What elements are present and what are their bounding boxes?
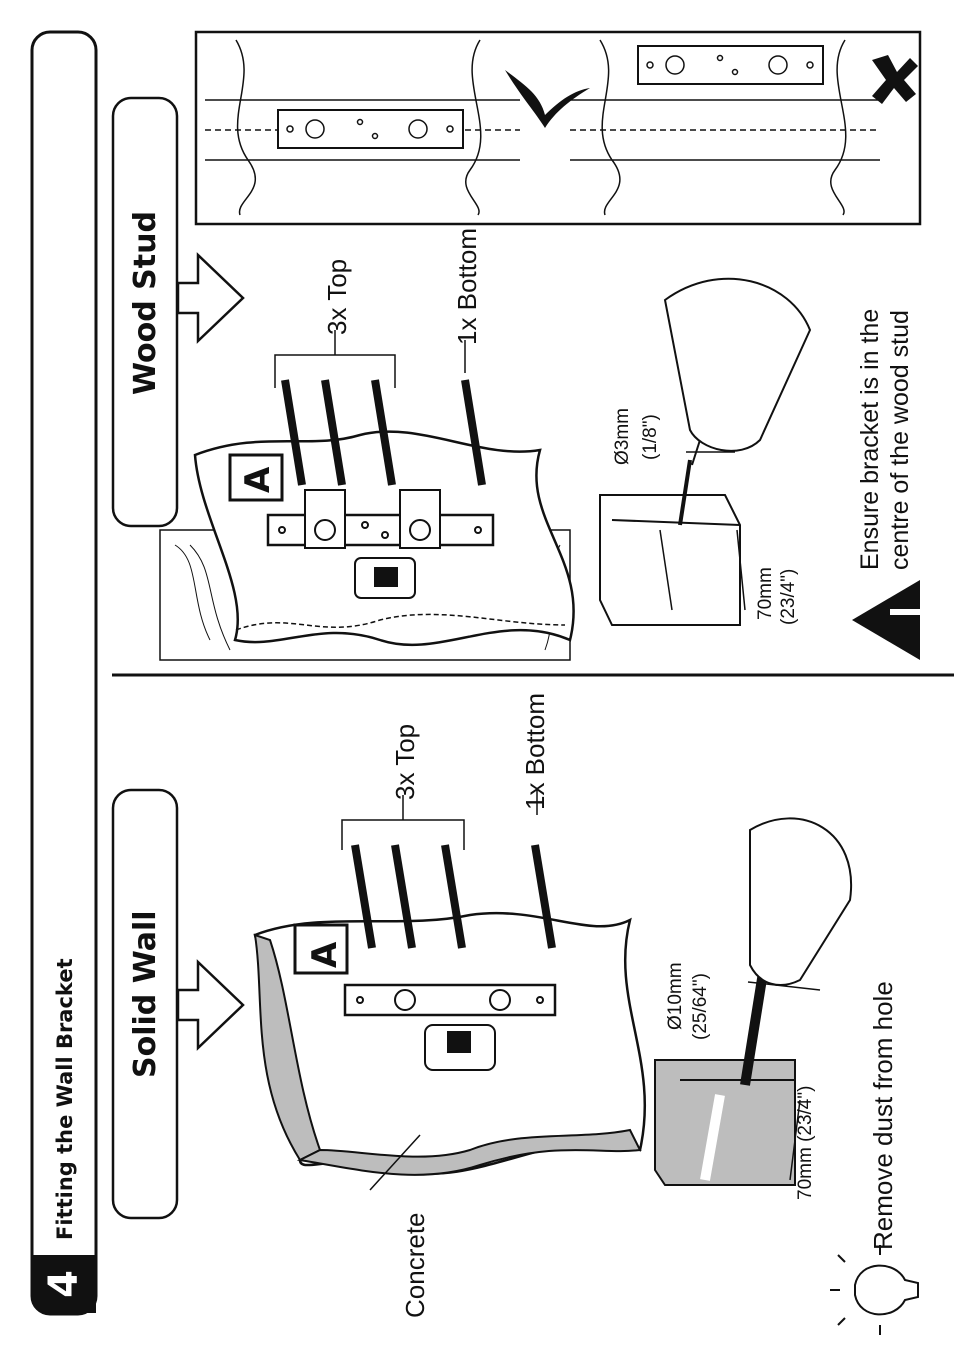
lightbulb-icon <box>830 1245 919 1335</box>
wood-stud-drill-diameter-imperial: (1/8") <box>640 414 661 460</box>
step-number: 4 <box>41 1270 87 1298</box>
step-number-badge: 4 <box>32 1255 96 1313</box>
wood-stud-top-screws: 3x Top <box>322 258 352 335</box>
wood-stud-depth: 70mm <box>755 567 776 620</box>
header-frame <box>30 30 98 1316</box>
warning-triangle-icon <box>852 580 925 660</box>
wood-stud-drill-diameter: Ø3mm <box>612 408 633 465</box>
wood-stud-title: Wood Stud <box>128 211 163 395</box>
wood-stud-part-label: A <box>238 466 278 493</box>
solid-wall-tip: Remove dust from hole <box>868 981 898 1250</box>
stud-incorrect-diagram <box>570 39 880 216</box>
stud-correct-diagram <box>205 39 520 216</box>
solid-wall-depth: 70mm (23/4") <box>795 1085 816 1200</box>
check-icon <box>505 70 590 128</box>
solid-wall-title: Solid Wall <box>128 910 163 1078</box>
solid-wall-drill-diameter-imperial: (25/64") <box>690 973 711 1040</box>
solid-wall-part-label: A <box>305 941 345 968</box>
wood-stud-warning-line1: Ensure bracket is in the <box>856 308 884 570</box>
wood-stud-illustration <box>159 330 575 661</box>
wood-stud-bottom-screws: 1x Bottom <box>452 227 482 345</box>
wood-stud-drill-detail <box>599 277 812 626</box>
solid-wall-drill-diameter: Ø10mm <box>665 962 686 1030</box>
wood-stud-warning-line2: centre of the wood stud <box>886 310 914 570</box>
concrete-label: Concrete <box>400 1212 430 1319</box>
solid-wall-bottom-screws: 1x Bottom <box>520 692 550 810</box>
wood-stud-depth-imperial: (23/4") <box>778 568 799 625</box>
solid-wall-arrow-icon <box>176 959 245 1051</box>
solid-wall-illustration <box>253 790 647 1191</box>
cross-icon <box>872 55 918 104</box>
solid-wall-top-screws: 3x Top <box>390 723 420 800</box>
wood-stud-arrow-icon <box>176 252 245 344</box>
solid-wall-drill-detail <box>654 817 853 1186</box>
page-title: Fitting the Wall Bracket <box>53 958 77 1240</box>
